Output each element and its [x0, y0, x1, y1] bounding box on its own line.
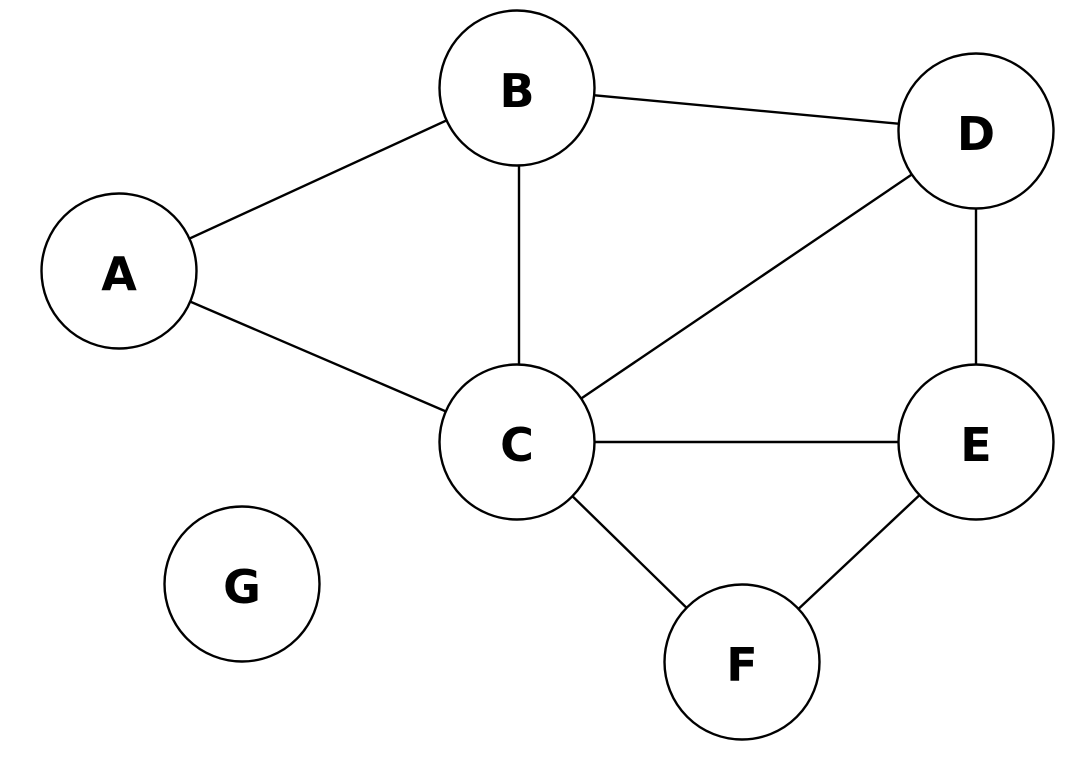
node-g: G [163, 505, 321, 663]
node-e: E [897, 363, 1055, 521]
node-c: C [438, 363, 596, 521]
node-e-label: E [960, 418, 991, 472]
node-d: D [897, 52, 1055, 210]
node-g-circle [163, 505, 321, 663]
node-a: A [40, 192, 198, 350]
node-g-label: G [223, 560, 261, 614]
node-b-label: B [499, 64, 534, 118]
node-d-label: D [957, 107, 995, 161]
edge-c-d [516, 130, 977, 443]
node-c-circle [438, 363, 596, 521]
node-e-circle [897, 363, 1055, 521]
node-f-label: F [726, 638, 757, 692]
node-b: B [438, 9, 596, 167]
node-f: F [663, 583, 821, 741]
nodes-layer: A B C D E F G [40, 9, 1055, 741]
node-d-circle [897, 52, 1055, 210]
node-f-circle [663, 583, 821, 741]
node-a-label: A [101, 247, 137, 301]
node-b-circle [438, 9, 596, 167]
node-c-label: C [500, 418, 534, 472]
node-a-circle [40, 192, 198, 350]
